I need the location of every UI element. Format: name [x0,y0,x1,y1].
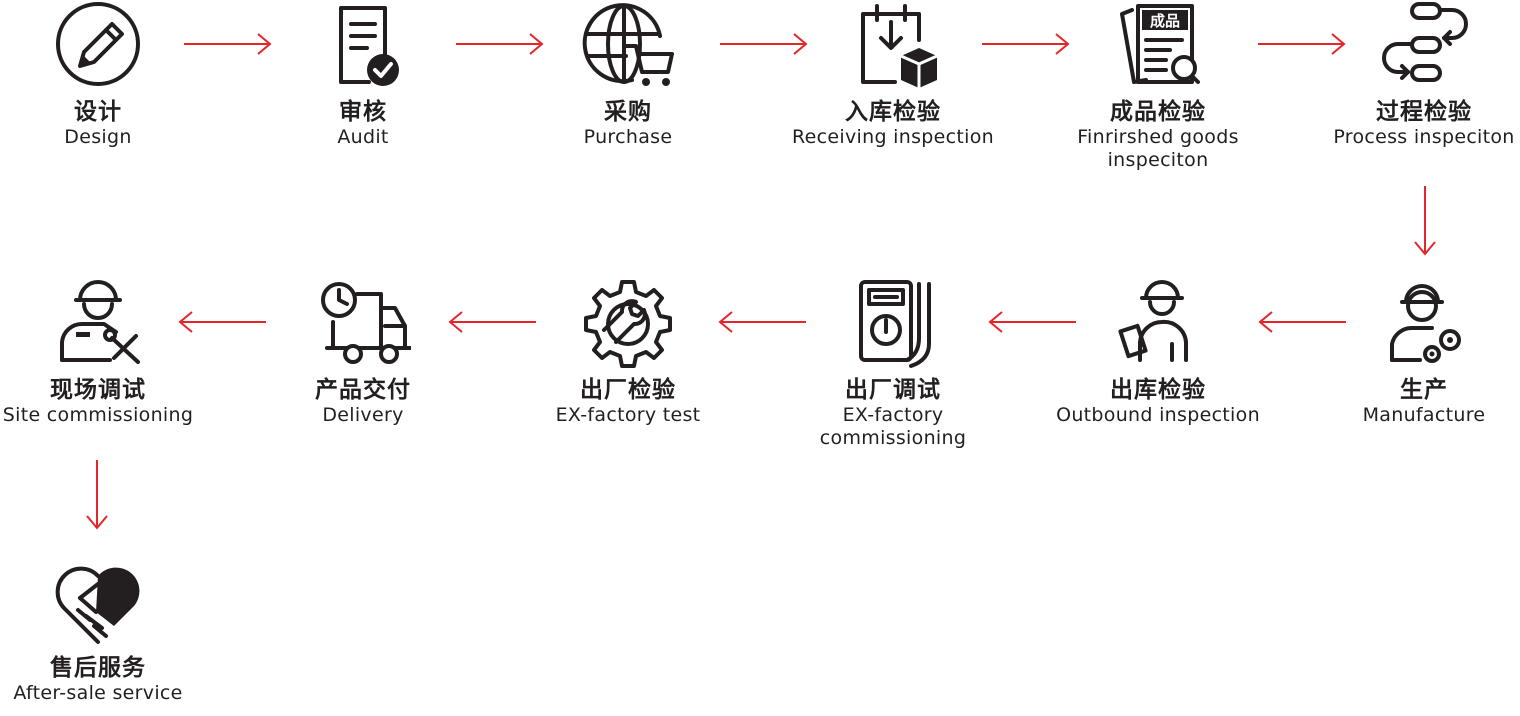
step-zh-label: 出厂检验 [580,377,676,403]
globe-cart-icon [582,3,674,86]
step-en-label: Design [64,126,132,148]
arrow-down [1414,186,1436,256]
step-finished-goods-inspection: 成品 成品检验 Finrirshed goods inspeciton [1038,0,1278,172]
gear-wrench-icon [584,280,672,368]
arrow-left [718,311,806,333]
step-en-label: Process inspeciton [1333,126,1515,148]
document-check-icon [339,6,399,86]
arrow-down [86,460,108,530]
step-en-label: Purchase [583,126,673,148]
step-en-label: Finrirshed goods [1077,126,1239,148]
pencil-circle-icon [56,2,140,86]
step-en-label: Delivery [322,404,404,426]
step-en-label-line2: commissioning [819,427,967,449]
step-zh-label: 采购 [604,99,652,125]
step-ex-factory-test: 出厂检验 EX-factory test [508,278,748,427]
step-en-label: After-sale service [13,682,183,704]
step-zh-label: 设计 [74,99,122,125]
step-en-label: Site commissioning [2,404,194,426]
step-delivery: 产品交付 Delivery [243,278,483,427]
arrow-right [184,33,272,55]
step-audit: 审核 Audit [243,0,483,149]
step-after-sale-service: 售后服务 After-sale service [0,556,218,705]
step-en-label: EX-factory test [555,404,701,426]
step-en-label: Receiving inspection [792,126,994,148]
step-outbound-inspection: 出库检验 Outbound inspection [1038,278,1278,427]
arrow-right [456,33,544,55]
step-receiving-inspection: 入库检验 Receiving inspection [773,0,1013,149]
report-badge: 成品 [1150,12,1180,30]
box-download-icon [861,4,938,88]
arrow-left [988,311,1076,333]
arrow-right [720,33,808,55]
arrow-right [982,33,1070,55]
worker-gears-icon [1390,284,1461,363]
process-cycle-icon [1382,2,1468,82]
arrow-right [1258,33,1346,55]
step-zh-label: 审核 [339,99,387,125]
step-en-label: EX-factory [842,404,944,426]
step-en-label: Outbound inspection [1056,404,1260,426]
step-zh-label: 售后服务 [50,655,146,681]
worker-clipboard-icon [1118,280,1188,362]
step-process-inspection: 过程检验 Process inspeciton [1304,0,1520,149]
step-zh-label: 出库检验 [1110,377,1206,403]
step-ex-factory-commissioning: 出厂调试 EX-factory commissioning [773,278,1013,450]
multimeter-icon [859,280,931,368]
step-en-label: Manufacture [1362,404,1486,426]
step-purchase: 采购 Purchase [508,0,748,149]
arrow-left [448,311,536,333]
handshake-heart-icon [55,566,140,644]
engineer-tools-icon [60,280,140,364]
step-zh-label: 生产 [1400,377,1448,403]
step-zh-label: 现场调试 [50,377,146,403]
step-zh-label: 成品检验 [1110,99,1206,125]
step-zh-label: 产品交付 [315,377,411,403]
arrow-left [178,311,266,333]
step-zh-label: 入库检验 [845,99,941,125]
step-design: 设计 Design [0,0,218,149]
step-zh-label: 出厂调试 [845,377,941,403]
delivery-truck-icon [321,282,411,364]
step-zh-label: 过程检验 [1376,99,1472,125]
step-en-label-line2: inspeciton [1107,149,1209,171]
step-site-commissioning: 现场调试 Site commissioning [0,278,218,427]
report-search-icon: 成品 [1120,4,1200,84]
step-en-label: Audit [337,126,389,148]
arrow-left [1258,311,1346,333]
step-manufacture: 生产 Manufacture [1304,278,1520,427]
